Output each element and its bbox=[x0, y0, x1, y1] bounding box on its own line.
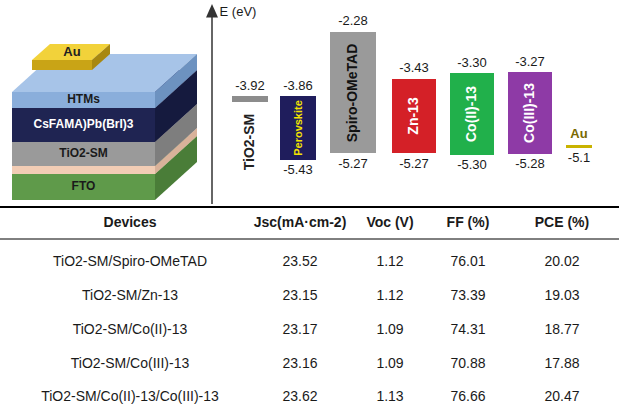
vertical-label: Co(II)-13 bbox=[464, 86, 479, 142]
table-header: Devices bbox=[104, 215, 157, 230]
table-cell: 73.39 bbox=[450, 288, 485, 303]
table-cell: 23.16 bbox=[282, 356, 317, 371]
table-cell: 23.15 bbox=[282, 288, 317, 303]
energy-level-bar: Co(II)-13 bbox=[450, 73, 494, 154]
electrode-layer: Au bbox=[50, 44, 94, 60]
table-header: FF (%) bbox=[447, 215, 490, 230]
vertical-label: Zn-13 bbox=[406, 97, 421, 134]
energy-value: -5.30 bbox=[457, 158, 487, 172]
table-cell: TiO2-SM/Co(III)-13 bbox=[71, 356, 190, 371]
energy-value: -3.27 bbox=[515, 55, 545, 69]
axis-label: E (eV) bbox=[220, 5, 257, 19]
energy-value: -3.30 bbox=[457, 56, 487, 70]
table-cell: 18.77 bbox=[544, 322, 579, 337]
energy-value: -3.86 bbox=[283, 79, 313, 93]
energy-value: -3.43 bbox=[399, 61, 429, 75]
table-cell: 23.62 bbox=[282, 389, 317, 404]
table-header: PCE (%) bbox=[535, 215, 589, 230]
table-cell: 70.88 bbox=[450, 356, 485, 371]
table-rule bbox=[0, 206, 619, 208]
energy-level-bar: Co(III)-13 bbox=[508, 72, 552, 154]
table-header: Voc (V) bbox=[366, 215, 413, 230]
energy-level-bar: Spiro-OMeTAD bbox=[330, 32, 376, 153]
table-rule bbox=[0, 239, 619, 240]
table-cell: 1.12 bbox=[376, 288, 403, 303]
layer-label: Au bbox=[63, 45, 80, 59]
table-cell: 1.09 bbox=[376, 356, 403, 371]
table-cell: 76.66 bbox=[450, 389, 485, 404]
layer-label: Au bbox=[570, 127, 587, 141]
energy-value: -2.28 bbox=[338, 14, 368, 28]
table-cell: 76.01 bbox=[450, 254, 485, 269]
vertical-label: Perovskite bbox=[292, 100, 304, 156]
energy-value: -3.92 bbox=[235, 79, 265, 93]
table-cell: TiO2-SM/Co(II)-13 bbox=[73, 322, 188, 337]
table-cell: 20.02 bbox=[544, 254, 579, 269]
gold-electrode bbox=[32, 44, 110, 70]
table-cell: 20.47 bbox=[544, 389, 579, 404]
table-cell: TiO2-SM/Co(II)-13/Co(III)-13 bbox=[41, 389, 219, 404]
vertical-label: TiO2-SM bbox=[242, 114, 257, 171]
energy-value: -5.27 bbox=[338, 157, 368, 171]
energy-level-bar: TiO2-SM bbox=[232, 96, 268, 102]
table-cell: 17.88 bbox=[544, 356, 579, 371]
table-cell: 23.17 bbox=[282, 322, 317, 337]
layer-label: FTO bbox=[72, 180, 96, 193]
energy-value: -5.1 bbox=[568, 151, 590, 165]
table-cell: 74.31 bbox=[450, 322, 485, 337]
layer-label: CsFAMA)Pb(BrI)3 bbox=[33, 118, 133, 131]
htm-layer bbox=[12, 54, 197, 108]
table-cell: TiO2-SM/Spiro-OMeTAD bbox=[53, 254, 207, 269]
energy-axis bbox=[211, 10, 213, 204]
vertical-label: Spiro-OMeTAD bbox=[345, 43, 360, 142]
energy-value: -5.43 bbox=[283, 163, 313, 177]
layer-label: TiO2-SM bbox=[59, 147, 107, 160]
table-cell: 19.03 bbox=[544, 288, 579, 303]
table-cell: 1.09 bbox=[376, 322, 403, 337]
table-cell: 1.13 bbox=[376, 389, 403, 404]
energy-value: -5.27 bbox=[399, 157, 429, 171]
energy-value: -5.28 bbox=[515, 157, 545, 171]
table-cell: 23.52 bbox=[282, 254, 317, 269]
table-cell: 1.12 bbox=[376, 254, 403, 269]
energy-level-bar: Au bbox=[566, 145, 592, 148]
layer-label-box: CsFAMA)Pb(BrI)3 bbox=[12, 108, 155, 142]
layer-label: HTMs bbox=[67, 93, 100, 106]
energy-level-bar: Perovskite bbox=[280, 96, 316, 160]
energy-level-bar: Zn-13 bbox=[392, 79, 436, 154]
table-cell: TiO2-SM/Zn-13 bbox=[82, 288, 178, 303]
layer-label-box: TiO2-SM bbox=[12, 142, 155, 166]
layer-label-box: FTO bbox=[12, 174, 155, 200]
table-header: Jsc(mA·cm-2) bbox=[254, 215, 347, 230]
layer-label-box: HTMs bbox=[12, 92, 155, 108]
vertical-label: Co(III)-13 bbox=[522, 83, 537, 143]
